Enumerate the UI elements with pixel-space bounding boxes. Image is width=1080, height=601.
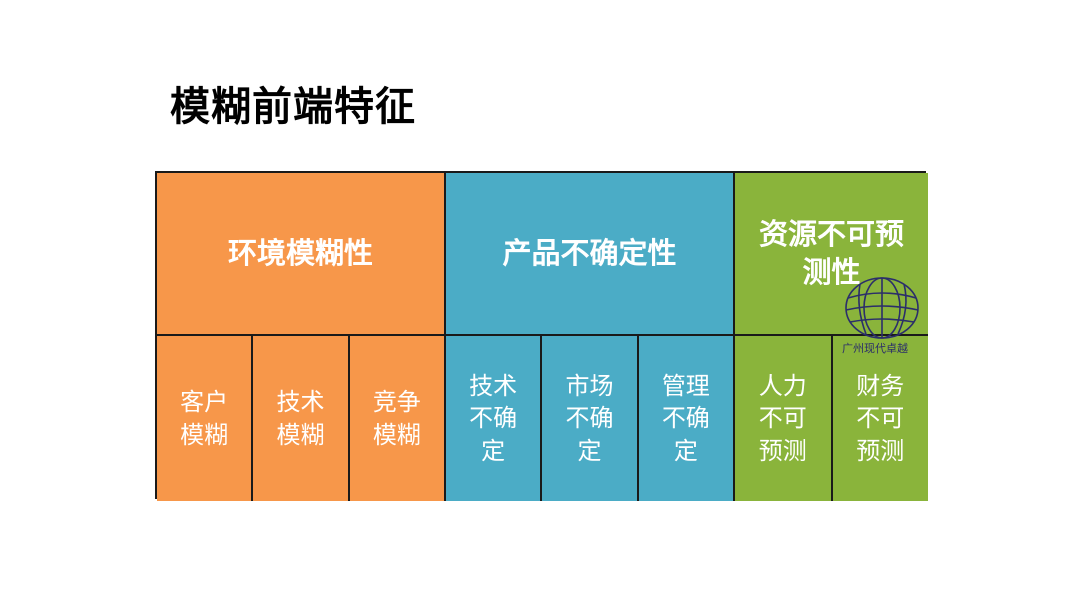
group-items-environment: 客户模糊 技术模糊 竞争模糊: [157, 336, 446, 501]
item-cell: 财务不可预测: [856, 371, 905, 465]
group-items-product: 技术不确定 市场不确定 管理不确定: [446, 336, 735, 501]
item-cell: 技术模糊: [253, 336, 350, 501]
feature-grid: 环境模糊性 产品不确定性 资源不可预测性 客户模糊 技术模糊 竞争模糊 技术不确…: [155, 171, 928, 501]
item-cell: 技术不确定: [446, 336, 543, 501]
group-heading-label: 环境模糊性: [227, 235, 373, 270]
item-cell: 人力不可预测: [735, 336, 833, 501]
item-cell: 市场不确定: [542, 336, 639, 501]
watermark-text: 广州现代卓越: [842, 342, 908, 355]
item-cell: 竞争模糊: [372, 387, 421, 449]
group-heading-resource: 资源不可预测性: [735, 173, 928, 336]
group-heading-label: 产品不确定性: [502, 235, 677, 270]
item-cell: 管理不确定: [661, 371, 710, 465]
item-cell: 客户模糊: [157, 336, 254, 501]
group-heading-environment: 环境模糊性: [157, 173, 446, 336]
group-heading-product: 产品不确定性: [446, 173, 735, 336]
group-items-resource: 人力不可预测 财务不可预测: [735, 336, 928, 501]
page-title: 模糊前端特征: [170, 84, 416, 130]
group-heading-label: 资源不可预测性: [758, 217, 904, 289]
